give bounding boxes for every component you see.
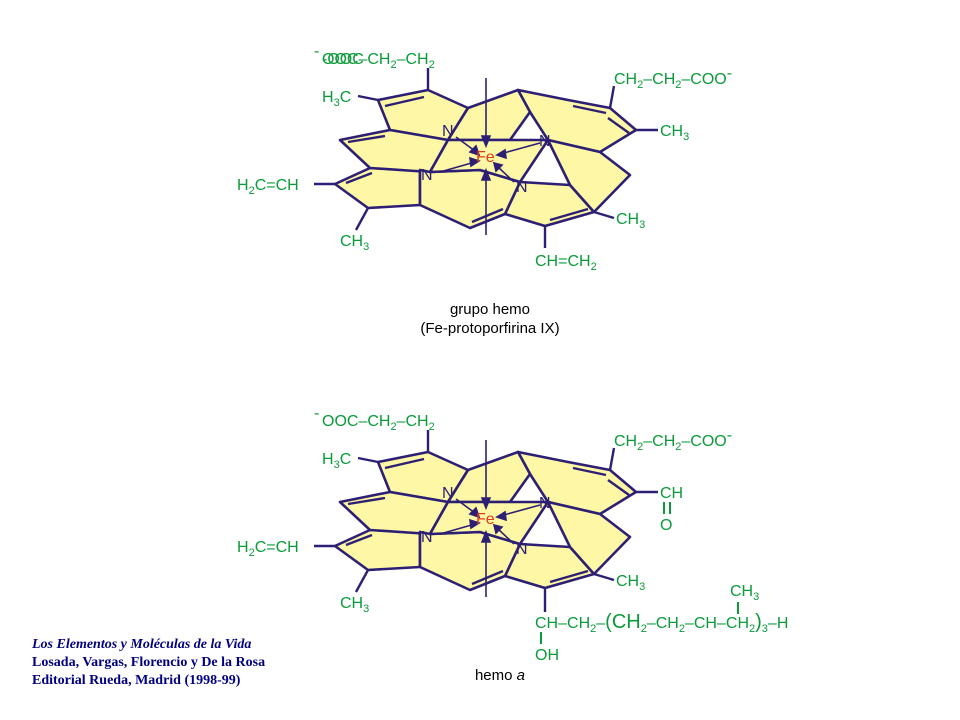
caption-heme-a: hemo a [440, 666, 560, 685]
vinyl-left: H2C=CH [237, 177, 299, 197]
double-bonds [345, 95, 630, 224]
methyl-top-left: H3C [322, 451, 351, 471]
propionate-left: - [314, 405, 319, 422]
double-bonds [345, 457, 630, 586]
nitrogen-atom: N [421, 529, 433, 546]
credits-book-title: Los Elementos y Moléculas de la Vida [32, 637, 252, 652]
formyl-o: O [660, 517, 672, 534]
nitrogen-atom: N [539, 133, 551, 150]
svg-text:-: - [314, 43, 319, 60]
nitrogen-atom: N [442, 485, 454, 502]
credits-authors: Losada, Vargas, Florencio y De la Rosa [32, 655, 266, 670]
propionate-right: CH2–CH2–COO- [614, 427, 732, 453]
formyl-ch: CH [660, 485, 683, 502]
methyl-bottom-left: CH3 [340, 595, 369, 615]
coordination-bonds [439, 78, 541, 235]
caption-heme-b: grupo hemo (Fe-protoporfirina IX) [380, 300, 600, 338]
formyl-double-bond [663, 502, 671, 514]
hydroxyethyl-farnesyl-tail: CH–CH2–(CH2–CH2–CH–CH2)3–H [535, 611, 788, 635]
coordination-bonds [439, 440, 541, 597]
credits-publisher: Editorial Rueda, Madrid (1998-99) [32, 673, 241, 688]
iron-atom: Fe [476, 149, 495, 166]
vinyl-left: H2C=CH [237, 539, 299, 559]
caption-heme-b-line1: grupo hemo [449, 301, 531, 318]
substituent-bonds [314, 68, 658, 248]
nitrogen-atom: N [539, 495, 551, 512]
methyl-top-left: H3C [322, 89, 351, 109]
hydroxyl-group: OH [535, 647, 559, 664]
vinyl-bottom: CH=CH2 [535, 253, 597, 273]
nitrogen-atom: N [516, 541, 528, 558]
methyl-bottom-right: CH3 [616, 211, 645, 231]
heme-b-structure: Fe N N N N - -OOC H3C CH [237, 43, 732, 273]
propionate-left: - -OOC [314, 43, 364, 68]
methyl-bottom-right: CH3 [616, 573, 645, 593]
propionate-left-text-a: OOC–CH2–CH2 [322, 413, 435, 433]
nitrogen-atom: N [516, 179, 528, 196]
heme-a-structure: Fe N N N N - H3C CH2–CH2–COO- CH [237, 405, 788, 664]
propionate-left-text-b: OOC–CH2–CH2 [322, 51, 435, 71]
tail-methyl-branch: CH3 [730, 583, 759, 603]
methyl-right: CH3 [660, 123, 689, 143]
propionate-right: CH2–CH2–COO- [614, 65, 732, 91]
svg-text:-: - [314, 405, 319, 422]
nitrogen-atom: N [421, 167, 433, 184]
caption-heme-a-prefix: hemo [474, 667, 513, 684]
source-credits: Los Elementos y Moléculas de la Vida Los… [32, 636, 265, 690]
svg-text:-OOC: -OOC [322, 51, 364, 68]
caption-heme-a-suffix: a [516, 667, 526, 684]
methyl-bottom-left: CH3 [340, 233, 369, 253]
caption-heme-b-line2: (Fe-protoporfirina IX) [420, 320, 560, 337]
iron-atom: Fe [476, 511, 495, 528]
substituent-bonds [314, 430, 658, 612]
nitrogen-atom: N [442, 123, 454, 140]
oxygen-label: -OOC [322, 51, 364, 68]
